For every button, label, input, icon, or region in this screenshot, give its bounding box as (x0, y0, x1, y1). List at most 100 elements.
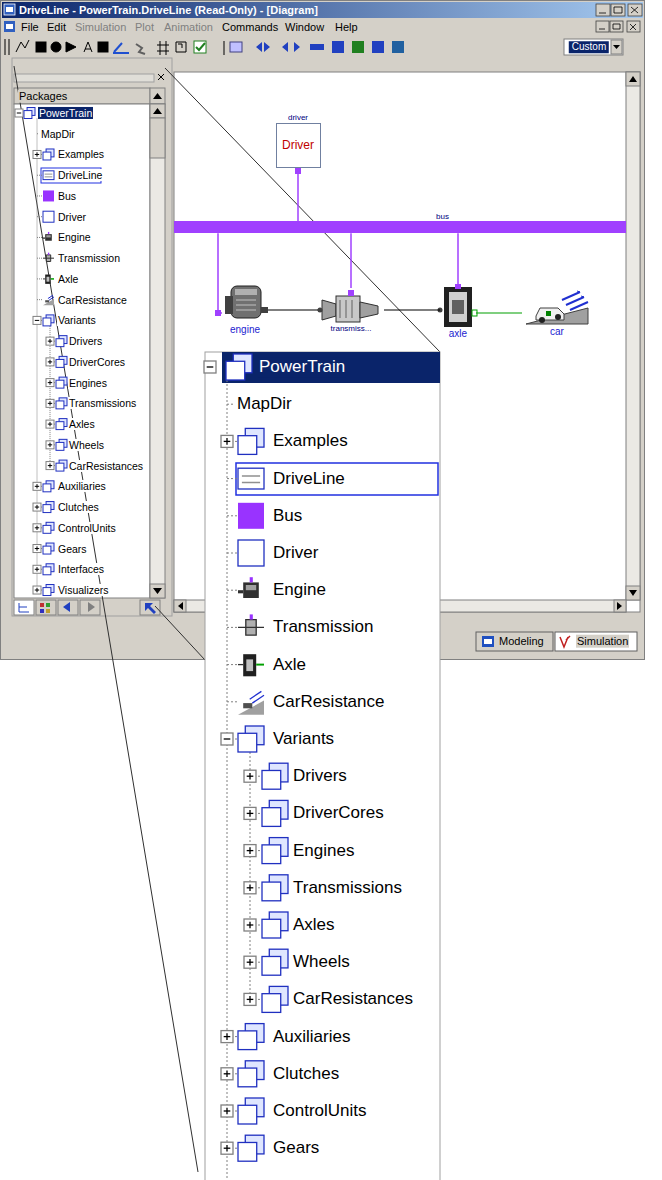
tree-item: Clutches (57, 501, 100, 513)
component-icon: axle (440, 284, 476, 340)
tree-item: Axle (272, 655, 307, 675)
art-shape (539, 317, 545, 323)
tree-item: MapDir (40, 128, 76, 140)
art-shape (221, 1068, 233, 1080)
art-shape (43, 255, 54, 262)
menu-item: Simulation (74, 21, 127, 34)
art-shape (348, 290, 354, 296)
tree-item: Clutches (272, 1064, 340, 1084)
tree-scrollbar (150, 104, 165, 598)
art-shape (392, 41, 404, 53)
art-shape (262, 994, 281, 1013)
art-shape (33, 150, 41, 158)
art-shape (17, 113, 21, 114)
tree-item: Wheels (68, 439, 105, 451)
art-shape (629, 76, 637, 596)
art-shape (352, 41, 364, 53)
art-shape (238, 436, 257, 455)
art-shape (43, 318, 51, 326)
art-shape (194, 41, 206, 53)
mode-button: Simulation (576, 635, 629, 648)
art-shape (238, 468, 264, 489)
art-shape (46, 603, 50, 607)
art-shape (244, 882, 256, 894)
tree-item: Wheels (292, 952, 351, 972)
header-button (150, 88, 165, 104)
art-shape (249, 885, 250, 892)
art-shape (372, 41, 384, 53)
art-shape (238, 664, 243, 665)
art-shape (227, 380, 228, 1180)
art-shape (318, 308, 323, 313)
art-shape (43, 546, 51, 554)
mdi-buttons (596, 21, 640, 32)
art-shape (37, 258, 43, 259)
bus-bar (174, 221, 626, 233)
panel-grip (14, 74, 154, 82)
tree-item: Axles (68, 418, 96, 430)
art-shape (46, 462, 54, 470)
art-shape (596, 4, 610, 16)
component-name: transmiss... (331, 324, 372, 333)
art-shape (43, 278, 45, 279)
art-shape (150, 88, 165, 104)
art-shape (244, 919, 256, 931)
icon-area (522, 284, 592, 326)
tree-item: DriverCores (292, 804, 385, 824)
tree-item: CarResistances (68, 460, 144, 472)
art-shape (244, 770, 256, 782)
art-shape (221, 435, 233, 447)
art-shape (555, 314, 561, 320)
tree-item: Driver (57, 211, 87, 223)
art-shape (37, 216, 43, 217)
tree-item: Auxiliaries (57, 480, 107, 492)
art-shape (611, 40, 622, 54)
tree-item: CarResistances (292, 990, 414, 1010)
art-shape (50, 326, 51, 466)
art-shape (56, 380, 64, 388)
tree-item: DriveLine (57, 169, 103, 181)
art-shape (196, 43, 205, 50)
art-shape (249, 922, 250, 929)
art-shape (36, 600, 56, 615)
connector-line (384, 309, 440, 310)
block-name: driver (288, 113, 308, 122)
art-shape (40, 609, 44, 613)
art-shape (262, 770, 281, 789)
art-shape (526, 308, 588, 324)
art-shape (56, 359, 64, 367)
art-shape (562, 292, 588, 310)
art-shape (150, 104, 165, 598)
art-shape (35, 320, 39, 321)
art-shape (37, 152, 38, 156)
art-shape (43, 171, 54, 180)
tree-item: MapDir (236, 394, 293, 414)
tree-item: DriverCores (68, 356, 126, 368)
art-shape (246, 659, 253, 671)
art-shape (249, 847, 250, 854)
art-shape (15, 109, 23, 117)
art-shape (153, 108, 162, 594)
component-name: axle (449, 328, 467, 340)
art-shape (16, 40, 29, 52)
art-shape (80, 600, 100, 615)
window-buttons (596, 4, 642, 16)
art-shape (58, 600, 78, 615)
art-shape (244, 993, 256, 1005)
art-shape (238, 701, 264, 715)
block-title: Driver (282, 139, 314, 153)
art-shape (33, 545, 41, 553)
toolbar (5, 39, 623, 55)
component-icon: car (522, 284, 592, 338)
art-shape (45, 275, 51, 284)
art-shape (33, 503, 41, 511)
art-shape (19, 603, 29, 612)
tree-item: Bus (272, 506, 303, 526)
art-shape (33, 482, 41, 490)
art-shape (33, 586, 41, 594)
tree-item: DriveLine (272, 469, 346, 489)
tree-item: Examples (272, 432, 349, 452)
art-shape (226, 361, 245, 380)
art-shape (33, 524, 41, 532)
art-shape (48, 232, 49, 234)
